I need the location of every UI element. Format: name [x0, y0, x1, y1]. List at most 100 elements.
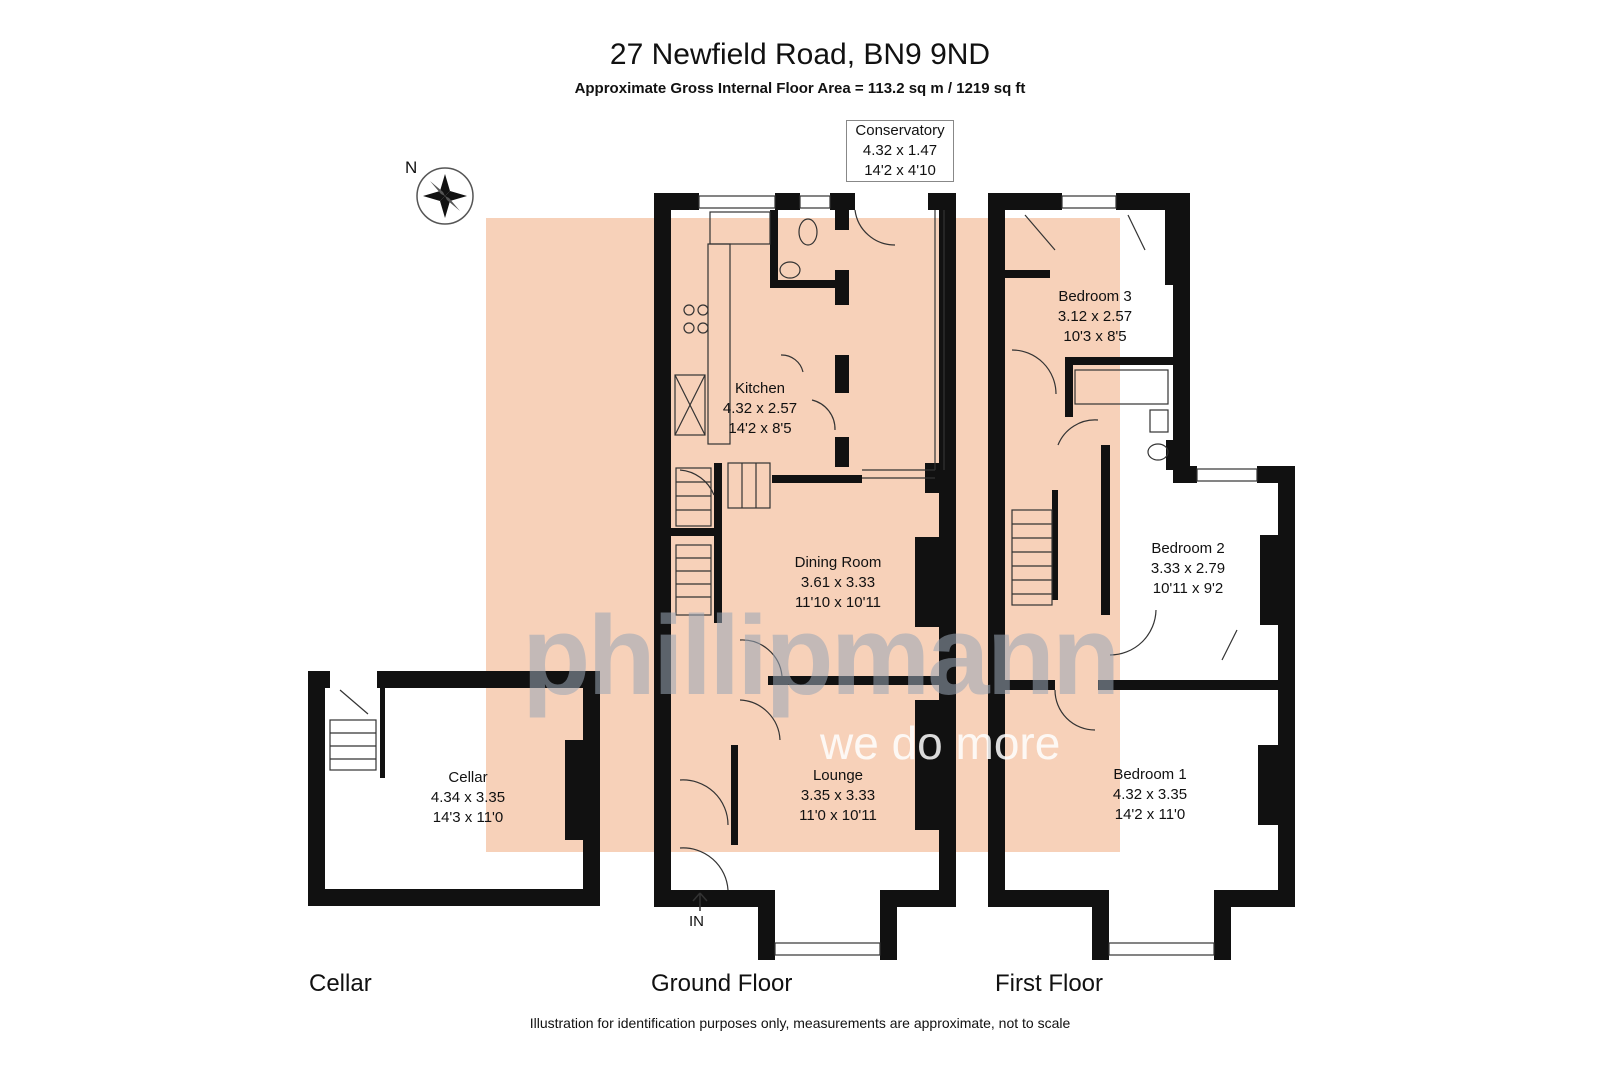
first-wall-right-top [1173, 193, 1190, 483]
room-name: Bedroom 2 [1151, 540, 1225, 557]
stair-wall-top [671, 528, 721, 536]
cellar-wall-top-right [377, 671, 600, 688]
window-lounge-bay [774, 942, 881, 956]
landing-wall [1101, 445, 1110, 615]
cellar-wall-left [308, 671, 325, 906]
room-name: Bedroom 1 [1113, 766, 1187, 783]
ground-wall-bottom-left [654, 890, 775, 907]
plan-title: 27 Newfield Road, BN9 9ND [609, 38, 991, 71]
room-name: Cellar [448, 769, 488, 786]
room-metric: 3.12 x 2.57 [1057, 308, 1133, 325]
kitchen-sink [709, 211, 771, 245]
room-imperial: 14'2 x 11'0 [1114, 806, 1186, 823]
room-imperial: 14'2 x 8'5 [728, 420, 792, 437]
kitchen-worktop [707, 243, 731, 445]
bathroom-pier [1166, 440, 1180, 470]
ground-wall-bottom-right [880, 890, 956, 907]
ground-wall-top-c [830, 193, 855, 210]
ground-wall-top-b [775, 193, 800, 210]
floor-label-first: First Floor [995, 970, 1103, 997]
room-label-bedroom-3: Bedroom 3 3.12 x 2.57 10'3 x 8'5 [1030, 287, 1160, 347]
window-kitchen [698, 195, 776, 209]
room-name: Dining Room [794, 554, 882, 571]
cellar-wall-bottom [308, 889, 600, 906]
bed1-wall-top [1005, 680, 1055, 690]
ground-wall-top-a [654, 193, 699, 210]
room-metric: 3.61 x 3.33 [800, 574, 876, 591]
hob-ring-2 [697, 304, 709, 316]
dining-lounge-wall [768, 676, 956, 685]
wc-pier-top [835, 210, 849, 230]
bed1-wall-top-b [1098, 680, 1295, 690]
wc-wall-bottom [770, 280, 845, 288]
kitchen-pier-1 [835, 355, 849, 393]
wc-pier [835, 270, 849, 305]
wc-basin [779, 261, 801, 279]
room-label-kitchen: Kitchen 4.32 x 2.57 14'2 x 8'5 [700, 379, 820, 439]
room-imperial: 10'11 x 9'2 [1152, 580, 1224, 597]
window-bed2 [1196, 468, 1258, 482]
first-wall-bottom-left [988, 890, 1109, 907]
brand-tagline: we do more [820, 717, 1061, 769]
ground-wall-left [654, 193, 671, 907]
room-label-bedroom-1: Bedroom 1 4.32 x 3.35 14'2 x 11'0 [1085, 765, 1215, 825]
bed1-chimney [1258, 745, 1280, 825]
room-name: Kitchen [734, 380, 786, 397]
dining-chimney [915, 537, 947, 627]
room-name: Bedroom 3 [1058, 288, 1132, 305]
entrance-arrow-icon [692, 892, 708, 911]
room-label-conservatory: Conservatory 4.32 x 1.47 14'2 x 4'10 [846, 120, 954, 182]
room-metric: 4.32 x 1.47 [862, 142, 938, 159]
floor-label-cellar: Cellar [309, 970, 372, 997]
cellar-stair-wall [380, 688, 385, 778]
north-label: N [405, 158, 418, 177]
room-metric: 4.32 x 2.57 [722, 400, 798, 417]
brand-watermark: phillipmann [522, 593, 1120, 718]
ground-bay-sill-left [758, 941, 775, 960]
room-label-dining-room: Dining Room 3.61 x 3.33 11'10 x 10'11 [768, 553, 908, 613]
bed3-right-cupboard [1165, 210, 1173, 285]
room-imperial: 11'0 x 10'11 [799, 807, 877, 824]
room-name: Lounge [812, 767, 864, 784]
room-label-lounge: Lounge 3.35 x 3.33 11'0 x 10'11 [768, 766, 908, 826]
first-wall-step [1173, 466, 1197, 483]
floor-label-ground: Ground Floor [651, 970, 793, 997]
cellar-chimney [565, 740, 585, 840]
room-name: Conservatory [855, 122, 945, 139]
first-bay-left [1092, 890, 1109, 960]
hob-ring-1 [683, 304, 695, 316]
shower-tray [1074, 369, 1169, 405]
kitchen-appliance [674, 374, 706, 436]
window-bed1-bay [1108, 942, 1215, 956]
room-imperial: 14'2 x 4'10 [864, 162, 936, 179]
room-imperial: 10'3 x 8'5 [1063, 328, 1127, 345]
window-bed3 [1061, 195, 1117, 209]
room-metric: 3.35 x 3.33 [800, 787, 876, 804]
room-imperial: 14'3 x 11'0 [432, 809, 504, 826]
entrance-label: IN [689, 913, 704, 930]
bathroom-wall-left [1065, 357, 1073, 417]
bed3-cupboard-wall [1005, 270, 1050, 278]
stair-wall-first [1052, 490, 1058, 600]
first-wall-bottom-right [1214, 890, 1295, 907]
room-label-bedroom-2: Bedroom 2 3.33 x 2.79 10'11 x 9'2 [1128, 539, 1248, 599]
conservatory-pier-1 [941, 292, 953, 302]
bathroom-wall-top [1065, 357, 1173, 365]
stair-wall-side [714, 463, 722, 623]
first-bay-right [1214, 890, 1231, 960]
room-metric: 4.32 x 3.35 [1112, 786, 1188, 803]
kitchen-pier-2 [835, 437, 849, 467]
ground-bay-sill-right [880, 941, 897, 960]
room-label-cellar: Cellar 4.34 x 3.35 14'3 x 11'0 [408, 768, 528, 828]
wc-toilet [798, 218, 818, 246]
first-wall-top-b [1116, 193, 1190, 210]
lounge-chimney [915, 700, 947, 830]
hob-ring-3 [683, 322, 695, 334]
compass-rose-icon [416, 167, 474, 225]
window-wc [799, 195, 831, 209]
bed2-chimney [1260, 535, 1280, 625]
room-metric: 3.33 x 2.79 [1150, 560, 1226, 577]
cellar-wall-top-left [308, 671, 330, 688]
kitchen-dining-wall [772, 475, 862, 483]
